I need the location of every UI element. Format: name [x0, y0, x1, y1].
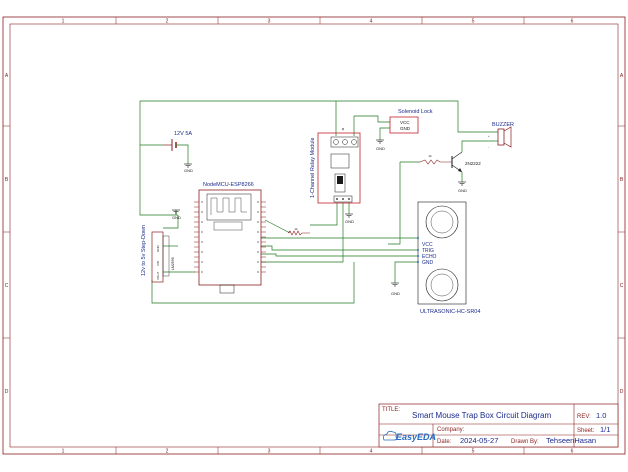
ruler-row-d-right: D: [620, 389, 624, 395]
nodemcu-label: NodeMCU-ESP8266: [203, 182, 254, 188]
solenoid-label: Solenoid Lock: [398, 109, 433, 115]
cloud-icon: [383, 430, 398, 441]
ruler-col-1: 1: [62, 19, 65, 25]
transistor-label: 2N2222: [465, 161, 481, 166]
ultrasonic-label: ULTRASONIC-HC-SR04: [420, 309, 480, 315]
wire-us-gnd: [394, 261, 418, 283]
easyeda-logo-text: EasyEDA: [396, 432, 436, 442]
company-label: Company:: [437, 427, 465, 433]
us-pin-vcc: VCC: [422, 242, 433, 248]
ruler-col-4-bottom: 4: [370, 449, 373, 455]
wire-solenoid: [354, 115, 390, 123]
power-supply-label: 12V 5A: [174, 131, 192, 137]
gnd-label-2: GND: [172, 215, 181, 220]
ruler-row-c: C: [5, 283, 9, 289]
wire-base-up: [388, 162, 401, 245]
ruler-col-5-bottom: 5: [472, 449, 475, 455]
solenoid-pin-gnd: GND: [400, 126, 411, 131]
gnd-label-4: GND: [376, 146, 385, 151]
ruler-col-4: 4: [370, 19, 373, 25]
wires: [139, 100, 475, 304]
ultrasonic: VCC TRIG ECHO GND ULTRASONIC-HC-SR04 GND: [391, 201, 480, 315]
page-title: Smart Mouse Trap Box Circuit Diagram: [412, 411, 551, 420]
date-label: Date:: [437, 439, 452, 445]
ground-icon: [184, 163, 192, 168]
ruler-row-b-right: B: [620, 177, 624, 183]
ground-icon: [345, 213, 353, 218]
us-pin-echo: ECHO: [422, 254, 437, 260]
relay-x-marker: ×: [342, 127, 345, 133]
ruler-row-c-right: C: [620, 283, 624, 289]
nodemcu: NodeMCU-ESP8266: [172, 182, 266, 294]
ruler-col-6: 6: [571, 19, 574, 25]
ruler-col-1-bottom: 1: [62, 449, 65, 455]
drawn-value: TehseenHasan: [546, 436, 596, 445]
wire-step-gnd: [163, 215, 179, 229]
buzzer-plus: +: [488, 134, 490, 138]
title-block: TITLE: Smart Mouse Trap Box Circuit Diag…: [378, 403, 619, 448]
ruler-col-2-bottom: 2: [166, 449, 169, 455]
outer-frame: [2, 16, 626, 455]
ruler-row-a: A: [5, 73, 9, 79]
ground-icon: [391, 282, 399, 287]
buzzer: BUZZER + -: [475, 122, 514, 149]
gnd-label-5: GND: [458, 188, 467, 193]
transistor: 1k 2N2222 GND: [419, 151, 481, 193]
sheet-value: 1/1: [600, 425, 610, 434]
easyeda-logo: EasyEDA: [383, 430, 436, 442]
rev-value: 1.0: [596, 411, 606, 420]
wire-relay-sig: [310, 203, 338, 226]
buzzer-minus: -: [488, 145, 489, 149]
wire-relay-vcc: [261, 203, 344, 263]
us-pin-gnd: GND: [422, 260, 434, 266]
wire-us-echo: [261, 253, 418, 257]
inner-frame: [9, 23, 619, 448]
gnd-label-6: GND: [391, 291, 400, 296]
ruler-col-2: 2: [166, 19, 169, 25]
wire-solenoid-gnd: [379, 127, 390, 140]
wire-bottom-loop: [151, 262, 355, 304]
power-supply: 12V 5A GND: [163, 131, 193, 173]
ground-icon: [172, 209, 180, 214]
resistor-2-label: 1k: [428, 154, 432, 158]
stepdown-pin-vout: VOUT: [156, 271, 160, 280]
drawn-label: Drawn By:: [511, 439, 539, 445]
ruler-row-b: B: [5, 177, 9, 183]
solenoid: Solenoid Lock VCC GND GND: [376, 109, 433, 151]
sheet-label: Sheet:: [577, 428, 595, 434]
rev-label: REV:: [577, 414, 591, 420]
relay-label: 1-Channel Relay Module: [310, 137, 316, 198]
ruler-labels: 1 2 3 4 5 6 1 2 3 4 5 6 A B C D A B C D: [5, 19, 624, 455]
stepdown-pin-vin: VIN: [156, 261, 160, 266]
ruler-col-3-bottom: 3: [268, 449, 271, 455]
ruler-row-d: D: [5, 389, 9, 395]
stepdown-ic-label: LM2596: [171, 257, 175, 270]
wire-supply-left: [139, 101, 178, 216]
stepdown-label: 12v to 5v Step-Down: [141, 225, 147, 276]
date-value: 2024-05-27: [460, 436, 498, 445]
wire-us-trig: [261, 245, 418, 251]
ruler-col-6-bottom: 6: [571, 449, 574, 455]
gnd-label-1: GND: [184, 168, 193, 173]
resistor-1-label: 1k: [294, 227, 298, 231]
ruler-col-5: 5: [472, 19, 475, 25]
relay: 1-Channel Relay Module × GND: [310, 127, 361, 224]
wire-top-rail: [140, 100, 475, 133]
wire-buzzer-neg: [461, 140, 475, 152]
stepdown: 12v to 5v Step-Down LM2596 VOUT VIN GND: [141, 225, 175, 283]
wire-res1: [264, 219, 291, 234]
buzzer-label: BUZZER: [492, 122, 514, 128]
ground-icon: [458, 181, 466, 186]
ground-icon: [376, 139, 384, 144]
gnd-label-3: GND: [345, 219, 354, 224]
ruler-top: [3, 17, 625, 454]
us-pin-trig: TRIG: [422, 248, 434, 254]
solenoid-pin-vcc: VCC: [400, 120, 410, 125]
title-label: TITLE:: [382, 407, 400, 413]
stepdown-pin-gnd: GND: [156, 245, 160, 253]
ruler-col-3: 3: [268, 19, 271, 25]
resistor-1: 1k: [287, 227, 310, 236]
ruler-row-a-right: A: [620, 73, 624, 79]
